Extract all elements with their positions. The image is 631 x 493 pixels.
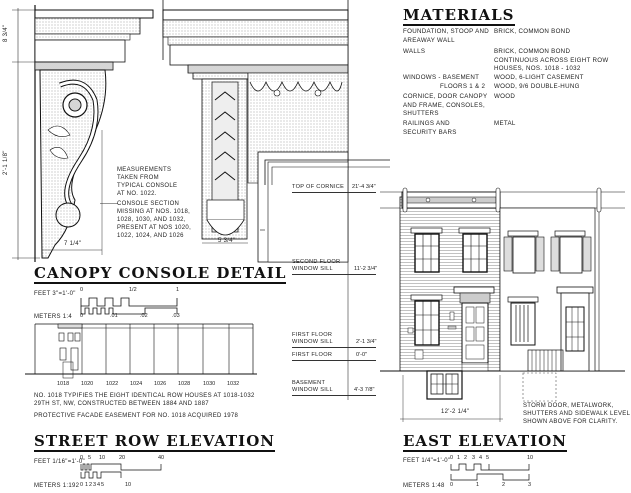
ee-meter-tick: 0 — [450, 482, 454, 488]
sre-meter-tick: 4 — [97, 482, 101, 488]
leader-line — [100, 203, 118, 204]
level-value: 2'-1 3/4" — [356, 339, 377, 345]
materials-row-cornice: CORNICE, DOOR CANOPY AND FRAME, CONSOLES… — [403, 93, 488, 118]
ccd-feet-tick: 0 — [80, 287, 84, 293]
level-value: 4'-3 7/8" — [354, 387, 375, 393]
house-number: 1022 — [106, 381, 119, 387]
ee-meter-tick: 1 — [476, 482, 480, 488]
dim-height-label: 2'-1 1/8" — [3, 150, 9, 175]
sre-feet-tick: 0 — [80, 455, 84, 461]
dim-width-front-label: 5 3/4" — [218, 238, 236, 244]
sre-meters-scale-label: METERS 1:192 — [34, 483, 80, 489]
level-basement-sill: BASEMENT WINDOW SILL — [292, 380, 376, 396]
ee-feet-tick: 5 — [486, 455, 490, 461]
ee-feet-tick: 1 — [457, 455, 461, 461]
height-dimension-line — [347, 170, 349, 400]
house-number: 1032 — [227, 381, 240, 387]
level-second-floor-sill: SECOND FLOOR WINDOW SILL — [292, 259, 376, 275]
ccd-feet-tick: 1/2 — [129, 287, 137, 293]
console-side-drawing — [12, 5, 154, 262]
ccd-feet-scale-label: FEET 3"=1'-0" — [34, 291, 76, 297]
dim-width-side-label: 7 1/4" — [64, 241, 82, 247]
house-number: 1026 — [154, 381, 167, 387]
materials-row-foundation: FOUNDATION, STOOP AND AREAWAY WALL — [403, 28, 490, 44]
level-value: 11'-2 3/4" — [354, 266, 378, 272]
house-number: 1028 — [178, 381, 191, 387]
materials-row-walls: WALLS — [403, 48, 426, 55]
canopy-console-detail-title: CANOPY CONSOLE DETAIL — [34, 264, 287, 284]
sre-feet-tick: 40 — [158, 455, 165, 461]
sre-meter-tick: 0 — [80, 482, 84, 488]
note-measurements: MEASUREMENTS TAKEN FROM TYPICAL CONSOLE … — [117, 167, 178, 197]
easement-note: PROTECTIVE FACADE EASEMENT FOR NO. 1018 … — [34, 413, 239, 419]
sre-feet-tick: 20 — [119, 455, 126, 461]
ee-feet-tick: 2 — [464, 455, 468, 461]
ee-scale-bar — [450, 463, 530, 481]
cornice-outline — [260, 159, 390, 231]
sre-scale-bar — [80, 463, 162, 479]
materials-value-cornice: WOOD — [494, 93, 516, 100]
materials-value-railings: METAL — [494, 120, 516, 127]
ccd-meter-tick: .01 — [110, 313, 118, 319]
ccd-meter-tick: 0 — [80, 313, 84, 319]
east-elevation-drawing — [380, 187, 625, 422]
level-first-floor: FIRST FLOOR — [292, 352, 376, 361]
materials-row-railings: RAILINGS AND SECURITY BARS — [403, 120, 457, 136]
ccd-meter-tick: .02 — [140, 313, 148, 319]
materials-title: MATERIALS — [403, 6, 515, 26]
sre-feet-tick: 10 — [99, 455, 106, 461]
row-houses-note: NO. 1018 TYPIFIES THE EIGHT IDENTICAL RO… — [34, 393, 255, 407]
sre-meter-tick: 5 — [101, 482, 105, 488]
sre-meter-tick: 10 — [125, 482, 132, 488]
materials-row-windows: WINDOWS - BASEMENT FLOORS 1 & 2 — [403, 74, 486, 90]
level-first-floor-sill: FIRST FLOOR WINDOW SILL — [292, 332, 376, 348]
east-elevation-title: EAST ELEVATION — [403, 432, 567, 452]
house-number: 1024 — [130, 381, 143, 387]
storm-door-note: STORM DOOR, METALWORK, SHUTTERS AND SIDE… — [523, 403, 631, 425]
ee-feet-tick: 10 — [527, 455, 534, 461]
street-row-drawing — [25, 323, 257, 379]
ee-meter-tick: 2 — [502, 482, 506, 488]
ee-feet-tick: 4 — [479, 455, 483, 461]
ee-feet-tick: 3 — [472, 455, 476, 461]
east-elevation-width-dim: 12'-2 1/4" — [441, 409, 470, 415]
house-number: 1018 — [57, 381, 70, 387]
materials-value-windows: WOOD, 6-LIGHT CASEMENT WOOD, 9/6 DOUBLE-… — [494, 74, 584, 90]
house-number: 1030 — [203, 381, 216, 387]
note-console-section: CONSOLE SECTION MISSING AT NOS. 1018, 10… — [117, 201, 192, 239]
ee-feet-tick: 0 — [450, 455, 454, 461]
dim-top-label: 8 3/4" — [3, 24, 9, 42]
ccd-meter-tick: .03 — [172, 313, 180, 319]
level-value: 0'-0" — [356, 352, 368, 358]
ee-feet-scale-label: FEET 1/4"=1'-0" — [403, 458, 451, 464]
ee-meters-scale-label: METERS 1:48 — [403, 483, 445, 489]
materials-value-foundation: BRICK, COMMON BOND — [494, 28, 571, 35]
materials-value-walls: BRICK, COMMON BOND CONTINUOUS ACROSS EIG… — [494, 48, 609, 73]
street-row-elevation-title: STREET ROW ELEVATION — [34, 432, 275, 452]
sre-feet-tick: 5 — [88, 455, 92, 461]
console-side-view: 8 3/4" 2'-1 1/8" 7 1/4" — [0, 0, 160, 265]
ccd-meters-scale-label: METERS 1:4 — [34, 314, 73, 320]
sre-meter-tick: 1 — [85, 482, 89, 488]
ccd-scale-bar — [80, 297, 178, 315]
ccd-feet-tick: 1 — [176, 287, 180, 293]
ee-meter-tick: 3 — [528, 482, 532, 488]
house-number: 1020 — [81, 381, 94, 387]
level-value: 21'-4 3/4" — [352, 184, 376, 190]
sre-meter-tick: 2 — [89, 482, 93, 488]
level-top-of-cornice: TOP OF CORNICE — [292, 184, 376, 193]
materials-table: FOUNDATION, STOOP AND AREAWAY WALL BRICK… — [403, 28, 631, 138]
sre-feet-scale-label: FEET 1/16"=1'-0" — [34, 459, 85, 465]
sre-meter-tick: 3 — [93, 482, 97, 488]
